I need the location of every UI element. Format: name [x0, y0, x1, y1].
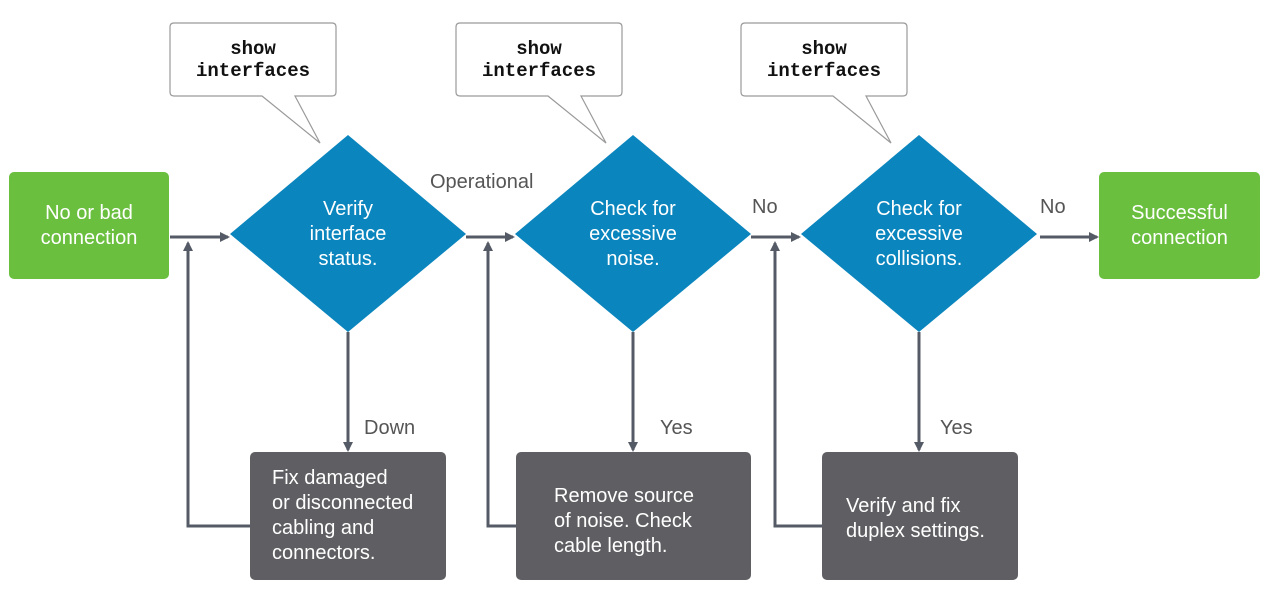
decision-diamond-2: [515, 135, 751, 332]
decision-diamond-3: [801, 135, 1037, 332]
decision-2-label: Check for excessive noise.: [589, 197, 677, 270]
callout-bubble-2: [455, 22, 623, 144]
loop-back-1: [183, 241, 250, 528]
edge-label-yes-2: Yes: [940, 417, 973, 439]
edge-label-operational: Operational: [430, 171, 534, 193]
end-node: [1099, 172, 1260, 279]
fix-1-label: Fix damaged or disconnected cabling and …: [272, 467, 414, 564]
fix-box-1: [250, 452, 446, 580]
edge-label-yes-1: Yes: [660, 417, 693, 439]
edge-label-no-2: No: [1040, 196, 1066, 218]
callout-bubble-3: [740, 22, 908, 144]
end-node-label: Successful connection: [1131, 201, 1228, 249]
start-node-label: No or bad connection: [40, 201, 138, 249]
loop-back-3: [770, 241, 822, 528]
callout-2-command: show interfaces: [481, 38, 597, 82]
loop-back-2: [483, 241, 516, 528]
callout-1-command: show interfaces: [195, 38, 311, 82]
fix-box-2: [516, 452, 751, 580]
edge-label-no-1: No: [752, 196, 778, 218]
decision-3-label: Check for excessive collisions.: [875, 197, 963, 270]
fix-box-3: [822, 452, 1018, 580]
callout-3-command: show interfaces: [766, 38, 882, 82]
start-node: [9, 172, 169, 279]
decision-1-label: Verify interface status.: [309, 197, 387, 270]
decision-diamond-1: [230, 135, 466, 332]
edge-label-down: Down: [364, 417, 416, 439]
callout-bubble-1: [169, 22, 337, 144]
fix-3-label: Verify and fix duplex settings.: [846, 495, 985, 542]
fix-2-label: Remove source of noise. Check cable leng…: [554, 485, 695, 557]
